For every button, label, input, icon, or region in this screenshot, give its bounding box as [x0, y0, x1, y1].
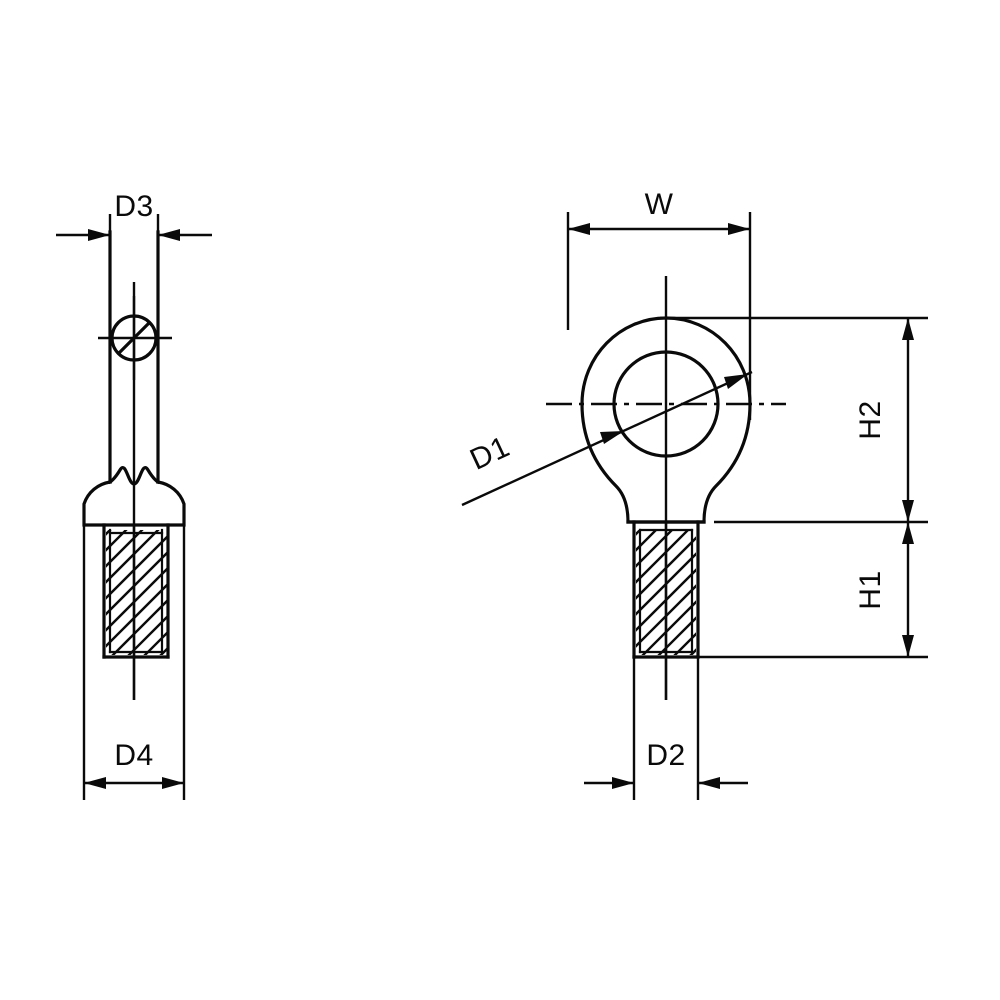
left-view-section-hatching: [106, 530, 168, 655]
w-arrow-right: [728, 223, 750, 235]
right-view-section-hatching: [636, 530, 696, 655]
h2-arrow-bottom: [902, 500, 914, 522]
right-front-view: W D1 H2: [461, 188, 928, 800]
d3-arrow-right: [158, 229, 180, 241]
dimension-label-d2: D2: [646, 739, 685, 772]
dimension-label-d4: D4: [114, 739, 153, 772]
d3-arrow-left: [88, 229, 110, 241]
dimension-label-d3: D3: [114, 190, 153, 223]
left-side-view: D3 D4: [56, 190, 212, 800]
d4-arrow-left: [84, 777, 106, 789]
dimension-label-w: W: [645, 188, 674, 221]
dimension-d3: D3: [56, 190, 212, 241]
h1-arrow-bottom: [902, 635, 914, 657]
left-view-blade-outline: [108, 230, 160, 484]
d1-arrow-lower-left: [600, 431, 624, 444]
h1-arrow-top: [902, 522, 914, 544]
d2-arrow-right: [698, 777, 720, 789]
h2-arrow-top: [902, 318, 914, 340]
right-view-threaded-shank: [632, 520, 700, 659]
dimension-h2: H2: [660, 316, 928, 524]
w-arrow-left: [568, 223, 590, 235]
d2-arrow-left: [612, 777, 634, 789]
d4-arrow-right: [162, 777, 184, 789]
dimension-label-h2: H2: [854, 400, 887, 439]
dimension-h1: H1: [690, 522, 928, 659]
dimension-d2: D2: [584, 657, 748, 800]
dimension-label-d1: D1: [465, 430, 515, 477]
left-view-collar-crown: [107, 466, 161, 486]
dimension-label-h1: H1: [854, 570, 887, 609]
dimension-d1: D1: [461, 370, 753, 507]
d1-arrow-upper-right: [724, 374, 748, 389]
dimension-w: W: [566, 188, 752, 420]
left-view-threaded-shank: [102, 523, 170, 659]
dimension-d4: D4: [82, 525, 186, 800]
